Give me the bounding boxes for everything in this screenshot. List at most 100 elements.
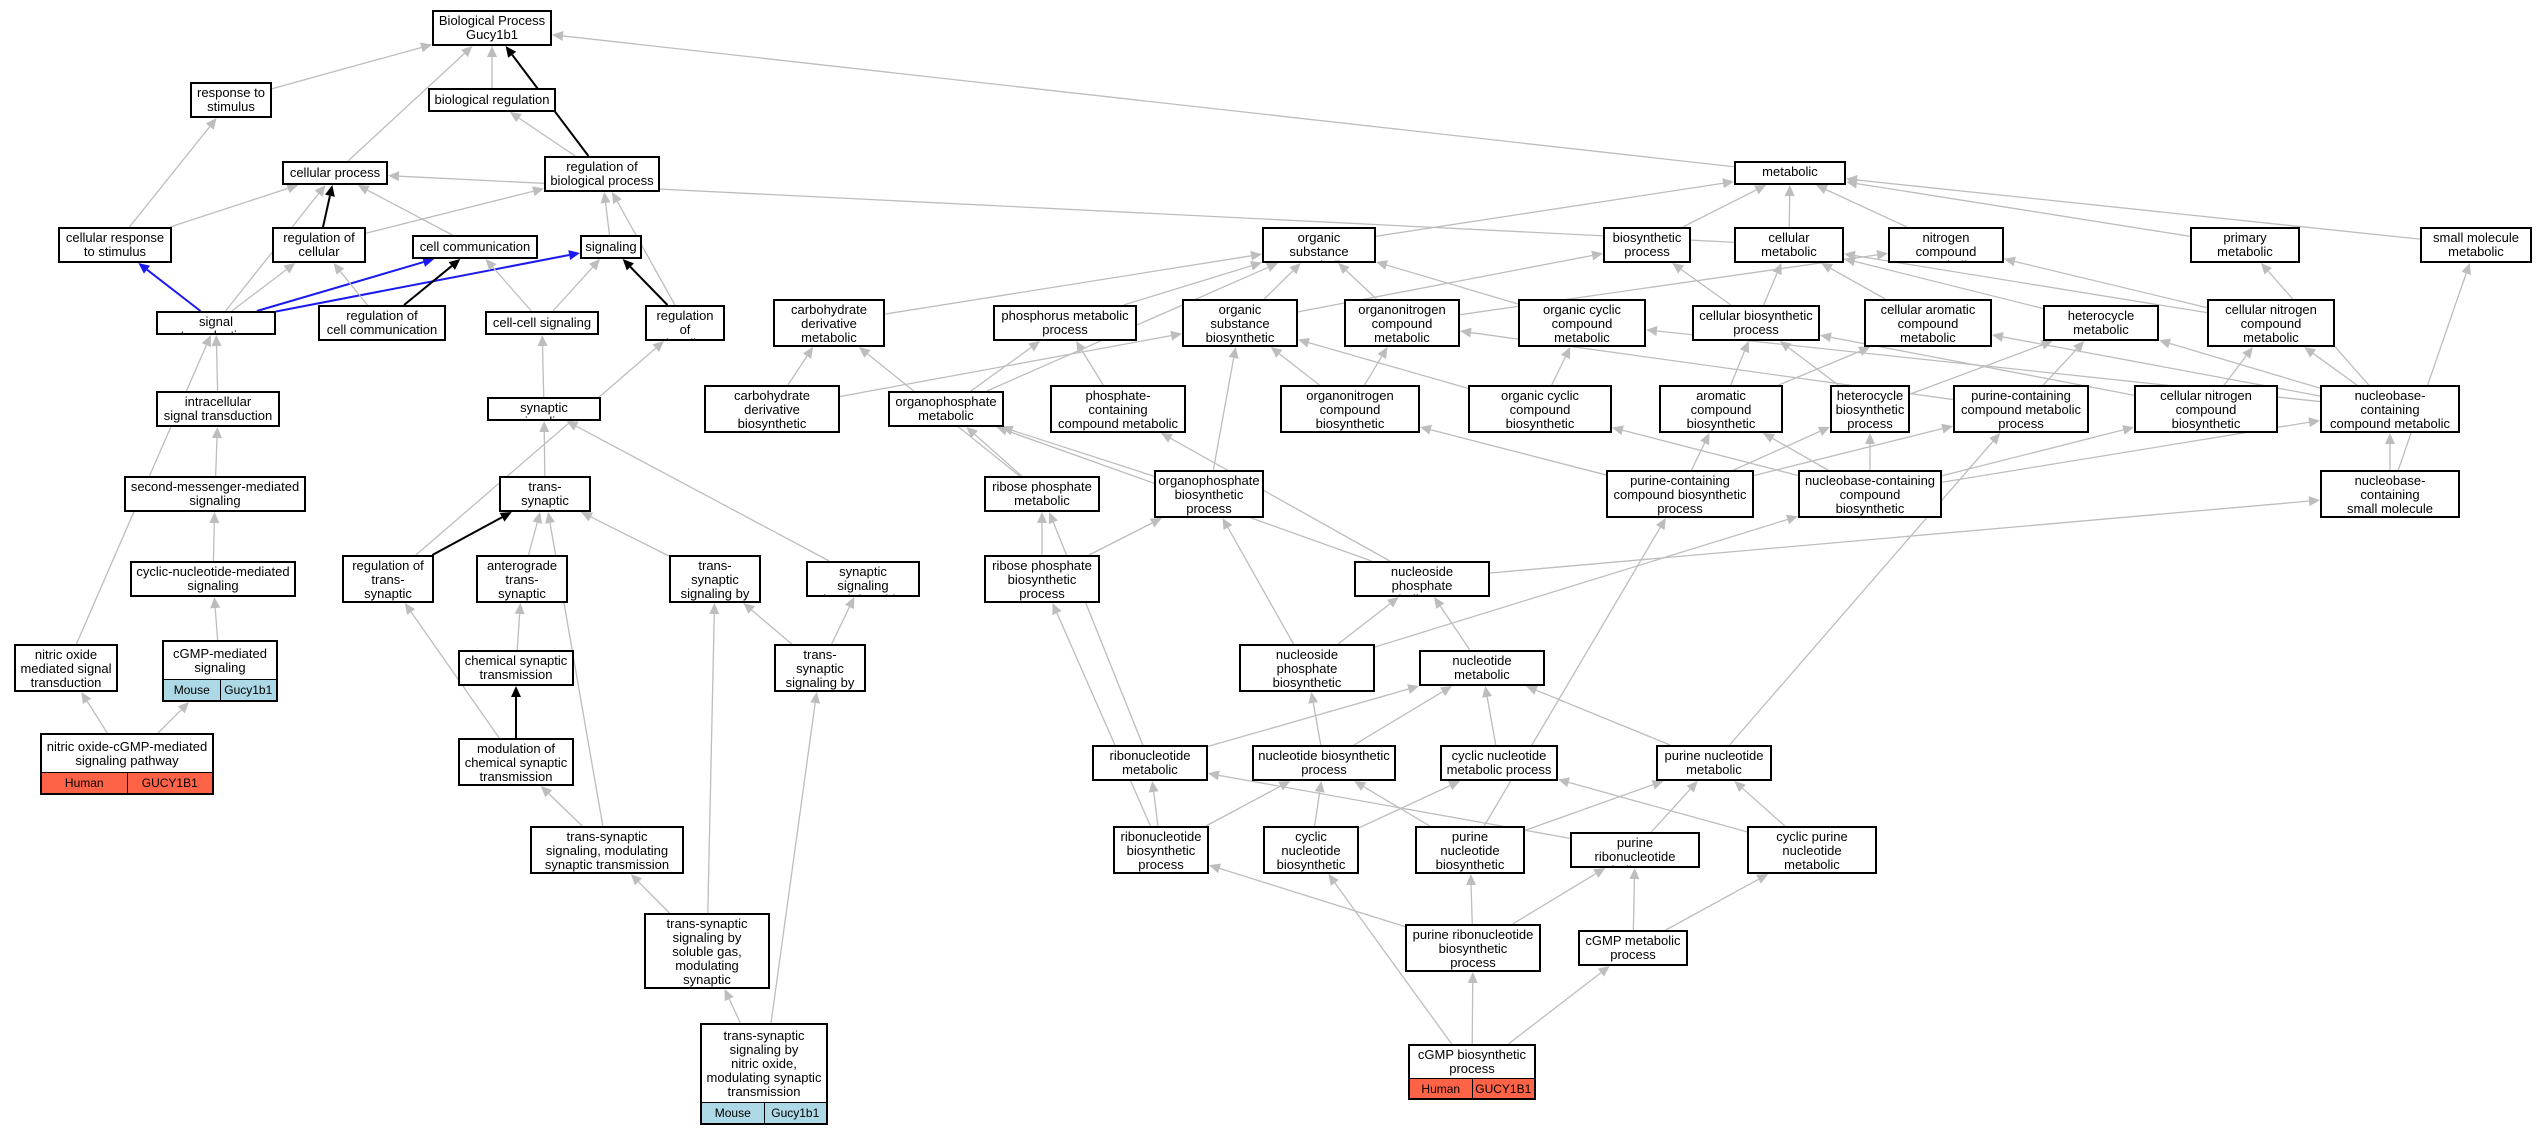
- term-node-n11[interactable]: organic substance metabolic process: [1262, 227, 1376, 263]
- term-node-n71[interactable]: purine nucleotide biosynthetic process: [1415, 826, 1525, 874]
- term-node-n24[interactable]: organonitrogen compound metabolic proces…: [1344, 299, 1460, 347]
- term-node-n75[interactable]: purine ribonucleotide biosynthetic proce…: [1405, 924, 1541, 972]
- term-node-n26[interactable]: cellular biosynthetic process: [1692, 305, 1820, 341]
- term-node-n36[interactable]: organic cyclic compound biosynthetic pro…: [1468, 385, 1612, 433]
- term-node-n25[interactable]: organic cyclic compound metabolic proces…: [1518, 299, 1646, 347]
- term-node-n34[interactable]: phosphate-containing compound metabolic …: [1050, 385, 1186, 433]
- term-node-n2[interactable]: response to stimulus: [190, 82, 272, 118]
- term-node-n17[interactable]: signal transduction: [156, 311, 276, 335]
- term-node-n41[interactable]: nucleobase-containing compound metabolic…: [2320, 385, 2460, 433]
- term-node-n40[interactable]: cellular nitrogen compound biosynthetic …: [2134, 385, 2278, 433]
- term-node-n1[interactable]: Biological Process Gucy1b1: [432, 10, 552, 46]
- term-node-n21[interactable]: carbohydrate derivative metabolic proces…: [773, 299, 885, 347]
- term-node-n52[interactable]: trans-synaptic signaling by soluble gas: [669, 555, 761, 603]
- term-node-n38[interactable]: heterocycle biosynthetic process: [1830, 385, 1910, 433]
- edge-n48-to-n16: [2397, 263, 2471, 471]
- edge-n71-to-n67: [1524, 779, 1664, 832]
- edge-n65-to-n60: [1308, 692, 1322, 746]
- term-node-n68[interactable]: trans-synaptic signaling, modulating syn…: [530, 826, 684, 874]
- term-node-n3[interactable]: biological regulation: [428, 88, 556, 112]
- term-node-n13[interactable]: cellular metabolic process: [1734, 227, 1844, 263]
- edge-line: [2312, 352, 2358, 386]
- term-node-n6[interactable]: metabolic process: [1734, 161, 1846, 185]
- term-node-n30[interactable]: intracellular signal transduction: [156, 391, 280, 427]
- term-node-n58[interactable]: chemical synaptic transmission: [458, 650, 574, 686]
- term-node-n77[interactable]: trans-synaptic signaling by nitric oxide…: [700, 1023, 828, 1125]
- term-node-n4[interactable]: cellular process: [282, 161, 388, 185]
- term-node-n12[interactable]: biosynthetic process: [1603, 227, 1691, 263]
- term-node-n55[interactable]: nucleoside phosphate metabolic process: [1354, 561, 1490, 597]
- term-node-n51[interactable]: anterograde trans-synaptic signaling: [476, 555, 568, 603]
- term-node-n16[interactable]: small molecule metabolic process: [2420, 227, 2532, 263]
- term-node-n39[interactable]: purine-containing compound metabolic pro…: [1953, 385, 2089, 433]
- term-node-n62[interactable]: nitric oxide-cGMP-mediated signaling pat…: [40, 733, 214, 795]
- term-node-n14[interactable]: nitrogen compound metabolic process: [1888, 227, 2004, 263]
- term-node-n61[interactable]: nucleotide metabolic process: [1419, 650, 1545, 686]
- edge-n8-to-n5: [365, 186, 544, 234]
- term-node-n72[interactable]: purine ribonucleotide metabolic process: [1570, 832, 1700, 868]
- term-node-n59[interactable]: trans-synaptic signaling by nitric oxide: [774, 644, 866, 692]
- species-tag: Mouse: [164, 680, 220, 700]
- term-node-n43[interactable]: trans-synaptic signaling: [499, 476, 591, 512]
- term-node-n63[interactable]: modulation of chemical synaptic transmis…: [458, 738, 574, 786]
- term-node-n60[interactable]: nucleoside phosphate biosynthetic proces…: [1239, 644, 1375, 692]
- term-node-n56[interactable]: nitric oxide mediated signal transductio…: [14, 644, 118, 692]
- term-label: biological regulation: [434, 92, 550, 107]
- term-node-n54[interactable]: ribose phosphate biosynthetic process: [984, 555, 1100, 603]
- term-node-n50[interactable]: regulation of trans-synaptic signaling: [342, 555, 434, 603]
- term-node-n66[interactable]: cyclic nucleotide metabolic process: [1440, 745, 1558, 781]
- term-node-n29[interactable]: cellular nitrogen compound metabolic pro…: [2207, 299, 2335, 347]
- term-node-n9[interactable]: cell communication: [412, 235, 538, 259]
- term-label: Biological Process Gucy1b1: [438, 13, 546, 42]
- term-node-n28[interactable]: heterocycle metabolic process: [2043, 305, 2159, 341]
- term-node-n35[interactable]: organonitrogen compound biosynthetic pro…: [1280, 385, 1420, 433]
- term-label: regulation of biological process: [550, 159, 654, 188]
- term-node-n23[interactable]: organic substance biosynthetic process: [1182, 299, 1298, 347]
- term-node-n10[interactable]: signaling: [580, 235, 642, 259]
- term-node-n65[interactable]: nucleotide biosynthetic process: [1252, 745, 1396, 781]
- term-node-n44[interactable]: ribose phosphate metabolic process: [984, 476, 1100, 512]
- term-node-n45[interactable]: organophosphate biosynthetic process: [1154, 470, 1264, 518]
- term-node-n70[interactable]: cyclic nucleotide biosynthetic process: [1263, 826, 1359, 874]
- term-node-n15[interactable]: primary metabolic process: [2190, 227, 2300, 263]
- edge-n36-to-n23: [1298, 337, 1469, 389]
- term-node-n31[interactable]: synaptic signaling: [487, 397, 601, 421]
- term-node-n22[interactable]: phosphorus metabolic process: [993, 305, 1137, 341]
- edge-line: [1742, 787, 1786, 827]
- term-node-n27[interactable]: cellular aromatic compound metabolic pro…: [1864, 299, 1992, 347]
- edge-n48-to-n41: [2385, 433, 2395, 470]
- term-node-n53[interactable]: synaptic signaling by nitric oxide: [806, 561, 920, 597]
- term-node-n18[interactable]: regulation of cell communication: [318, 305, 446, 341]
- term-node-n64[interactable]: ribonucleotide metabolic process: [1092, 745, 1208, 781]
- edge-line: [365, 190, 534, 234]
- term-label: nucleobase-containing compound biosynthe…: [1804, 473, 1936, 517]
- term-node-n7[interactable]: cellular response to stimulus: [58, 227, 172, 263]
- term-node-n47[interactable]: nucleobase-containing compound biosynthe…: [1798, 470, 1942, 518]
- term-node-n49[interactable]: cyclic-nucleotide-mediated signaling: [130, 561, 296, 597]
- term-node-n46[interactable]: purine-containing compound biosynthetic …: [1606, 470, 1754, 518]
- term-node-n74[interactable]: trans-synaptic signaling by soluble gas,…: [644, 913, 770, 989]
- term-node-n69[interactable]: ribonucleotide biosynthetic process: [1113, 826, 1209, 874]
- edge-n35-to-n24: [1363, 347, 1388, 386]
- edge-line: [1856, 179, 2421, 240]
- term-node-n76[interactable]: cGMP metabolic process: [1578, 930, 1688, 966]
- term-node-n8[interactable]: regulation of cellular process: [272, 227, 366, 263]
- term-node-n42[interactable]: second-messenger-mediated signaling: [124, 476, 306, 512]
- term-node-n19[interactable]: cell-cell signaling: [485, 311, 599, 335]
- term-node-n33[interactable]: organophosphate metabolic process: [888, 391, 1004, 427]
- term-node-n67[interactable]: purine nucleotide metabolic process: [1656, 745, 1772, 781]
- term-node-n37[interactable]: aromatic compound biosynthetic process: [1659, 385, 1783, 433]
- term-node-n20[interactable]: regulation of signaling: [645, 305, 725, 341]
- edge-arrowhead: [1700, 433, 1710, 446]
- term-node-n5[interactable]: regulation of biological process: [544, 156, 660, 192]
- edge-arrowhead: [1308, 692, 1319, 704]
- term-node-n48[interactable]: nucleobase-containing small molecule met…: [2320, 470, 2460, 518]
- term-node-n73[interactable]: cyclic purine nucleotide metabolic proce…: [1747, 826, 1877, 874]
- edge-arrowhead: [1876, 249, 1888, 260]
- edge-line: [1358, 785, 1451, 829]
- term-label: trans-synaptic signaling: [519, 479, 570, 511]
- edge-arrowhead: [1865, 433, 1875, 444]
- term-node-n32[interactable]: carbohydrate derivative biosynthetic pro…: [704, 385, 840, 433]
